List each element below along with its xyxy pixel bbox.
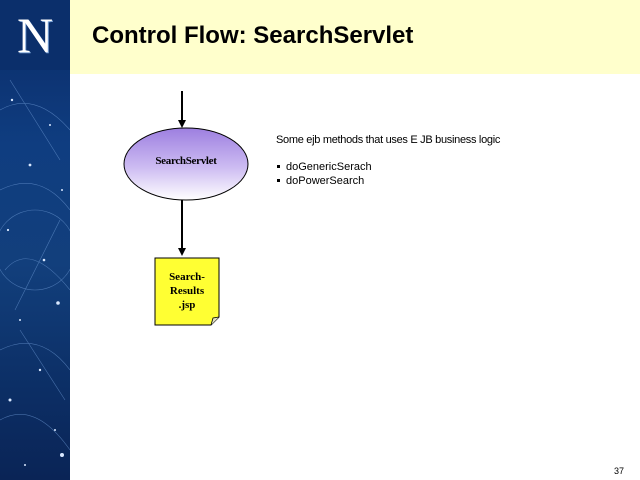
results-label-line: Results	[169, 285, 205, 297]
notes-heading: Some ejb methods that uses E JB business…	[276, 134, 501, 146]
servlet-ellipse	[123, 127, 249, 201]
slide-title: Control Flow: SearchServlet	[92, 22, 414, 49]
servlet-node-label: SearchServlet	[155, 155, 217, 167]
sidebar-decoration: N	[0, 0, 70, 480]
method-list: doGenericSerach doPowerSearch	[276, 160, 500, 188]
logo: N	[0, 0, 70, 70]
notes-panel: Some ejb methods that uses E JB business…	[276, 134, 500, 188]
logo-letter: N	[16, 7, 54, 63]
page-number: 37	[614, 466, 625, 476]
list-item: doPowerSearch	[276, 174, 500, 188]
results-label-line: .jsp	[178, 299, 196, 311]
results-label-line: Search-	[169, 271, 205, 283]
results-node-label: Search- Results .jsp	[155, 270, 219, 312]
document-fold	[210, 316, 220, 326]
header-band	[70, 0, 640, 74]
list-item: doGenericSerach	[276, 160, 500, 174]
star-chart-decoration	[0, 79, 70, 466]
